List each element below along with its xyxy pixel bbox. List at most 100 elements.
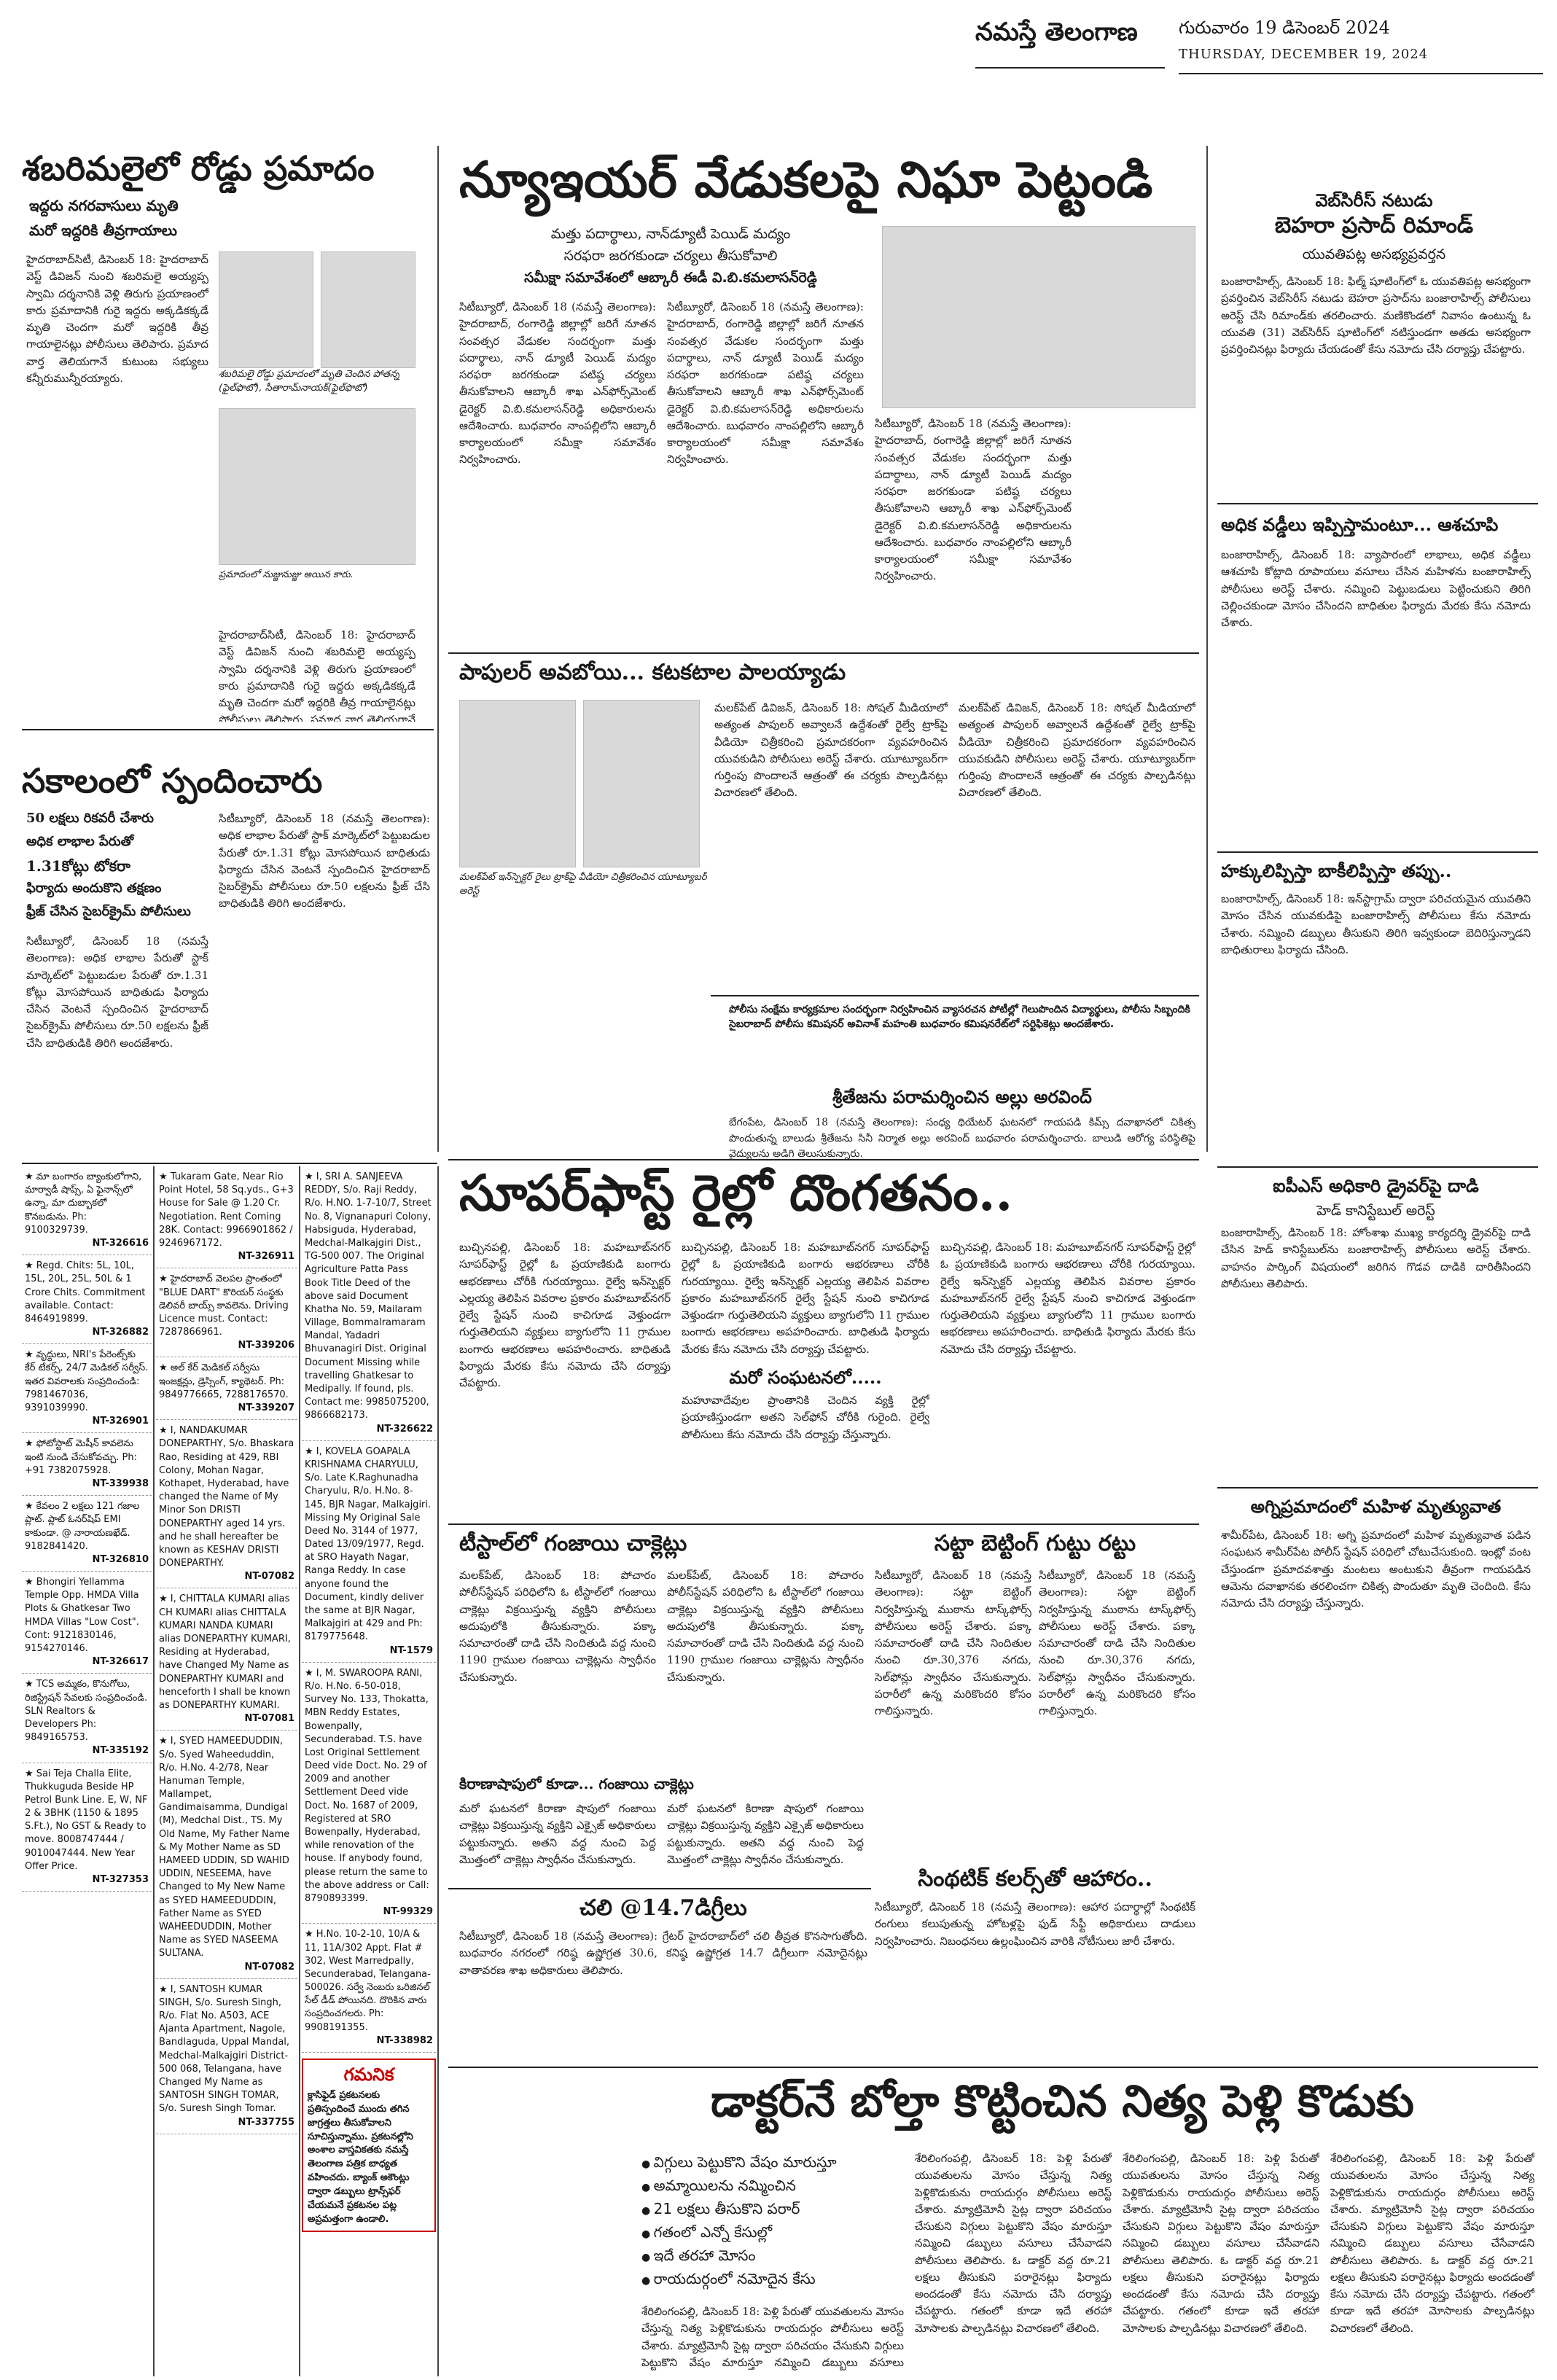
classifieds-top-rule: [22, 1163, 437, 1164]
sabarimala-caption-2: ప్రమాదంలో నుజ్జునుజ్జు అయిన కారు.: [219, 569, 354, 580]
sabarimala-body: హైదరాబాద్‌సిటీ, డిసెంబర్ 18: హైదరాబాద్ వ…: [26, 253, 208, 385]
classifieds-col3: ★ I, SRI A. SANJEEVA REDDY, S/o. Raji Re…: [302, 1166, 436, 2376]
classified-ad-code: NT-326622: [376, 1423, 433, 1435]
classified-ad-text: ★ I, NANDAKUMAR DONEPARTHY, S/o. Bhaskar…: [159, 1425, 294, 1569]
sabarimala-victim-photo-2: [321, 251, 415, 368]
sakalam-sub5: ఫ్రీజ్ చేసిన సైబర్‌క్రైమ్ పోలీసులు: [26, 904, 191, 919]
doctor-body-col4: శేరిలింగంపల్లి, డిసెంబర్ 18: పెళ్లి పేరు…: [1330, 2152, 1534, 2335]
date-english: THURSDAY, DECEMBER 19, 2024: [1179, 47, 1429, 62]
sabarimala-car-photo: [219, 408, 415, 565]
section-rule: [448, 1888, 871, 1889]
popular-body-col1: మలక్‌పేట్ డివిజన్, డిసెంబర్ 18: సోషల్ మీ…: [714, 701, 948, 800]
section-rule: [1217, 503, 1538, 504]
sakalam-sub2: అధిక లాభాల పేరుతో: [26, 834, 134, 849]
section-rule: [448, 1159, 1199, 1160]
webseries-kicker: వెబ్‌సిరీస్ నటుడు: [1315, 190, 1433, 211]
newyear-sub3: సమీక్షా సమావేశంలో ఆబ్కారీ ఈడీ వి.బి.కమలా…: [524, 270, 817, 286]
classified-ad-code: NT-07082: [244, 1571, 294, 1583]
teastall-body-col1: మలక్‌పేట్, డిసెంబర్ 18: పోచారం పోలీస్‌స్…: [459, 1569, 656, 1684]
classifieds-col1: ★ మా బంగారం బ్యాంకులోగాని, మార్వాడీ షాప్…: [22, 1166, 152, 2376]
classified-ad-code: NT-338982: [376, 2034, 433, 2046]
classified-ad-text: ★ మా బంగారం బ్యాంకులోగాని, మార్వాడీ షాప్…: [25, 1171, 142, 1236]
classified-ad-code: NT-339207: [238, 1402, 294, 1413]
doctor-headline: డాక్టర్‌నే బోల్తా కొట్టించిన నిత్య పెళ్ల…: [711, 2077, 1414, 2127]
interest-headline: అధిక వడ్డీలు ఇప్పిస్తామంటూ... ఆశచూపి: [1221, 514, 1499, 535]
popular-photo-1: [459, 700, 576, 867]
classified-ad-code: NT-337755: [238, 2116, 294, 2128]
classified-ad: ★ Sai Teja Challa Elite, Thukkuguda Besi…: [22, 1763, 152, 1892]
classified-ad-code: NT-335192: [92, 1745, 149, 1757]
doctor-bullet: 21 లక్షలు తీసుకొని పరార్: [641, 2197, 904, 2220]
section-rule: [22, 729, 434, 730]
superfast-body-col3: బుచ్చినపల్లి, డిసెంబర్ 18: మహబూబ్‌నగర్ స…: [940, 1241, 1195, 1356]
aravind-body: బేగంపేట, డిసెంబర్ 18 (నమస్తే తెలంగాణ): స…: [729, 1117, 1195, 1159]
classified-ad-code: NT-326810: [92, 1553, 149, 1565]
sabarimala-body-2: హైదరాబాద్‌సిటీ, డిసెంబర్ 18: హైదరాబాద్ వ…: [219, 628, 415, 722]
sakalam-sub1: 50 లక్షలు రికవరీ చేశారు: [26, 811, 154, 826]
classified-ad-code: NT-99329: [383, 1906, 433, 1918]
classified-ad-text: ★ ఫోటోస్టాట్ మెషీన్ కావలెను ఇంటి నుండి చ…: [25, 1438, 137, 1476]
teastall-body-col2: మలక్‌పేట్, డిసెంబర్ 18: పోచారం పోలీస్‌స్…: [667, 1569, 864, 1684]
notice-heading: గమనిక: [343, 2064, 394, 2085]
sabarimala-sub1: ఇద్దరు నగరవాసులు మృతి: [29, 197, 179, 214]
newyear-sub2: సరఫరా జరగకుండా చర్యలు తీసుకోవాలి: [563, 248, 778, 264]
classified-ad: ★ అల్ కేర్ మెడికల్ సర్వీసు ఇంజక్షన్లు, డ…: [156, 1357, 297, 1421]
synthetic-headline: సింథటిక్ కలర్స్‌తో ఆహారం..: [918, 1866, 1152, 1892]
classified-ad: ★ TCS అమ్మకం, కొనుగోలు, రిజిస్ట్రేషన్ సే…: [22, 1674, 152, 1763]
student-caption: పోలీసు సంక్షేమ కార్యక్రమాల సందర్భంగా నిర…: [729, 1004, 1190, 1031]
popular-headline: పాపులర్ అవబోయి... కటకటాల పాలయ్యాడు: [459, 660, 846, 685]
betting-body-col1: సిటీబ్యూరో, డిసెంబర్ 18 (నమస్తే తెలంగాణ)…: [875, 1569, 1031, 1717]
doctor-body-col2: శేరిలింగంపల్లి, డిసెంబర్ 18: పెళ్లి పేరు…: [915, 2152, 1112, 2335]
classified-ad-code: NT-07081: [244, 1713, 294, 1725]
teastall-headline: టీస్టాల్‌లో గంజాయి చాక్లెట్లు: [459, 1531, 687, 1556]
classified-ad-code: NT-1579: [389, 1644, 433, 1656]
interest-body: బంజారాహిల్స్, డిసెంబర్ 18: వ్యాపారంలో లా…: [1221, 548, 1531, 629]
classified-ad-code: NT-339938: [92, 1478, 149, 1489]
masthead-rule: [975, 67, 1165, 69]
classified-ad-code: NT-339206: [238, 1340, 294, 1351]
classified-ad-text: ★ I, CHITTALA KUMARI alias CH KUMARI ali…: [159, 1593, 291, 1711]
webseries-body: బంజారాహిల్స్, డిసెంబర్ 18: ఫిల్మ్ షూటింగ…: [1221, 275, 1531, 356]
sakalam-sub4: ఫిర్యాదు అందుకొని తక్షణం: [26, 881, 162, 896]
cyber-body: బంజారాహిల్స్, డిసెంబర్ 18: ఇన్‌స్టాగ్రామ…: [1221, 892, 1531, 956]
doctor-bullet: గతంలో ఎన్నో కేసుల్లో: [641, 2220, 904, 2244]
paper-name: నమస్తే తెలంగాణ: [975, 17, 1138, 47]
sakalam-sub3: 1.31కోట్లు టోకరా: [26, 857, 130, 875]
classified-ad-text: ★ H.No. 10-2-10, 10/A & 11, 11A/302 Appt…: [305, 1929, 431, 2033]
sabarimala-caption: శబరిమలై రోడ్డు ప్రమాదంలో మృతి చెందిన పోత…: [219, 369, 399, 394]
newyear-headline: న్యూఇయర్ వేడుకలపై నిఘా పెట్టండి: [459, 153, 1153, 209]
classified-ad-code: NT-326616: [92, 1237, 149, 1249]
doctor-bullet: ఇదే తరహా మోసం: [641, 2244, 904, 2267]
classified-ad-text: ★ I, SYED HAMEEDUDDIN, S/o. Syed Waheedu…: [159, 1736, 290, 1959]
classified-ad: ★ Bhongiri Yellamma Temple Opp. HMDA Vil…: [22, 1572, 152, 1674]
doctor-body-col3: శేరిలింగంపల్లి, డిసెంబర్ 18: పెళ్లి పేరు…: [1123, 2152, 1319, 2335]
classified-ad-text: ★ హైదరాబాద్ వెలపల ప్రాంతంలో "BLUE DART" …: [159, 1273, 289, 1338]
doctor-bullet: విగ్గులు పెట్టుకొని వేషం మారుస్తూ: [641, 2150, 904, 2174]
superfast-subcase-body: మహూవాదేవుల ప్రాంతానికి చెందిన వ్యక్తి రై…: [682, 1394, 929, 1441]
classified-ad: ★ I, M. SWAROOPA RANI, R/o. H.No. 6-50-0…: [302, 1663, 436, 1924]
doctor-bullet: అమ్మాయిలను నమ్మించిన: [641, 2174, 904, 2197]
column-rule: [1206, 146, 1208, 1152]
popular-body-col2: మలక్‌పేట్ డివిజన్, డిసెంబర్ 18: సోషల్ మీ…: [959, 701, 1195, 800]
airport-headline: ఐపీఎస్ అధికారి డ్రైవర్‌పై దాడి: [1273, 1175, 1479, 1196]
newyear-body-col3: సిటీబ్యూరో, డిసెంబర్ 18 (నమస్తే తెలంగాణ)…: [875, 417, 1072, 583]
webseries-headline: బెహరా ప్రసాద్ రిమాండ్: [1274, 213, 1474, 238]
classified-ad: ★ ఫోటోస్టాట్ మెషీన్ కావలెను ఇంటి నుండి చ…: [22, 1433, 152, 1497]
classified-ad: ★ I, KOVELA GOAPALA KRISHNAMA CHARYULU, …: [302, 1441, 436, 1663]
sabarimala-headline: శబరిమలైలో రోడ్డు ప్రమాదం: [22, 149, 375, 188]
teastall-sub-body-col2: మరో ఘటనలో కిరాణా షాపులో గంజాయి చాక్లెట్ల…: [667, 1802, 864, 1866]
webseries-sub: యువతిపట్ల అసభ్యప్రవర్తన: [1302, 246, 1446, 262]
classified-ad-text: ★ వృద్ధులు, NRI's పేరెంట్స్‌కు కేర్ టేకర…: [25, 1349, 149, 1413]
classified-column-rule: [437, 1166, 439, 2376]
popular-caption: మలక్‌పేట్ ఇన్‌స్పెక్టర్ రైలు ట్రాక్‌పై వ…: [459, 872, 707, 897]
fire-headline: అగ్నిప్రమాదంలో మహిళ మృత్యువాత: [1250, 1496, 1502, 1517]
newyear-sub1: మత్తు పదార్థాలు, నాన్‌డ్యూటీ పెయిడ్ మద్య…: [550, 226, 791, 242]
classified-ad: ★ I, CHITTALA KUMARI alias CH KUMARI ali…: [156, 1588, 297, 1731]
classified-ad-text: ★ Regd. Chits: 5L, 10L, 15L, 20L, 25L, 5…: [25, 1260, 146, 1324]
notice-text: క్లాసిఫైడ్ ప్రకటనలకు ప్రతిస్పందించే ముంద…: [308, 2090, 413, 2225]
classified-ad: ★ H.No. 10-2-10, 10/A & 11, 11A/302 Appt…: [302, 1924, 436, 2053]
section-rule: [1217, 1487, 1538, 1489]
newyear-meeting-photo: [882, 226, 1195, 408]
fire-body: శామీర్‌పేట, డిసెంబర్ 18: అగ్ని ప్రమాదంలో…: [1221, 1529, 1531, 1610]
cyber-headline: హక్కులిప్పిస్తా బాకీలిప్పిస్తా తప్పు..: [1221, 860, 1452, 881]
